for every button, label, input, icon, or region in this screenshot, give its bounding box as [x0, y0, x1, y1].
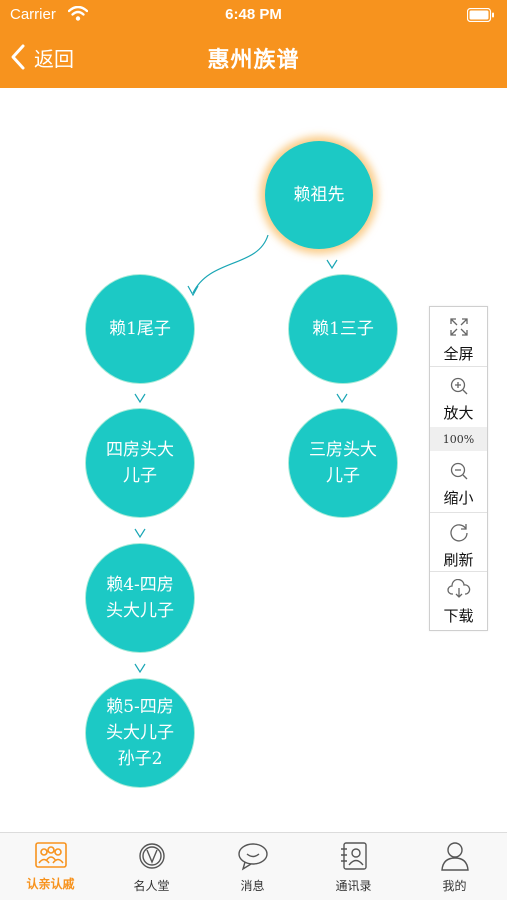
bottom-tab-bar: 认亲认戚 名人堂 消息 通讯录 — [0, 832, 507, 900]
download-label: 下载 — [443, 607, 474, 625]
download-button[interactable]: 下载 — [430, 578, 487, 626]
arrow-n3-n5 — [134, 528, 146, 539]
tree-node[interactable]: 赖4-四房头大儿子 — [85, 543, 195, 653]
tab-relatives[interactable]: 认亲认戚 — [0, 841, 101, 892]
zoom-level: 100% — [430, 427, 487, 451]
toolbar-divider — [430, 571, 487, 572]
zoom-in-icon — [449, 376, 469, 400]
tab-messages[interactable]: 消息 — [202, 841, 303, 894]
tree-toolbar: 全屏 放大 100% 缩小 刷新 — [429, 306, 488, 631]
tab-profile[interactable]: 我的 — [404, 841, 505, 894]
tree-node[interactable]: 四房头大儿子 — [85, 408, 195, 518]
fullscreen-label: 全屏 — [443, 345, 474, 363]
clock: 6:48 PM — [225, 6, 282, 23]
refresh-button[interactable]: 刷新 — [430, 521, 487, 570]
tree-node-root[interactable]: 赖祖先 — [264, 140, 374, 250]
arrow-root-n1 — [187, 285, 199, 297]
tree-node[interactable]: 赖1尾子 — [85, 274, 195, 384]
vip-badge-icon — [135, 841, 169, 875]
zoom-out-icon — [449, 461, 469, 485]
cloud-download-icon — [446, 578, 471, 603]
carrier-label: Carrier — [10, 6, 56, 23]
tab-label: 认亲认戚 — [26, 877, 75, 891]
app-header: Carrier 6:48 PM 返回 惠州族谱 — [0, 0, 507, 88]
tree-connectors — [134, 234, 348, 674]
chat-bubble-icon — [236, 841, 270, 875]
tab-label: 名人堂 — [133, 879, 170, 893]
page-title: 惠州族谱 — [207, 48, 300, 73]
edge-root-n1 — [192, 234, 269, 294]
arrow-root-n2 — [326, 259, 338, 270]
arrow-n2-n4 — [336, 393, 348, 404]
back-button[interactable]: 返回 — [10, 40, 74, 74]
toolbar-divider — [430, 366, 487, 367]
back-label: 返回 — [34, 46, 74, 71]
zoom-in-label: 放大 — [443, 404, 474, 422]
tab-label: 通讯录 — [335, 879, 372, 893]
arrow-n1-n3 — [134, 393, 146, 404]
tab-hall-of-fame[interactable]: 名人堂 — [101, 841, 202, 894]
contacts-icon — [337, 841, 371, 875]
toolbar-divider — [430, 512, 487, 513]
battery-icon — [466, 7, 495, 26]
wifi-icon — [67, 5, 89, 25]
zoom-out-button[interactable]: 缩小 — [430, 461, 487, 508]
status-bar: Carrier 6:48 PM — [0, 0, 507, 32]
family-icon — [34, 841, 68, 873]
zoom-in-button[interactable]: 放大 — [430, 376, 487, 423]
fullscreen-button[interactable]: 全屏 — [430, 317, 487, 364]
chevron-left-icon — [10, 43, 26, 71]
person-icon — [438, 841, 472, 875]
zoom-out-label: 缩小 — [443, 489, 474, 507]
refresh-label: 刷新 — [443, 551, 474, 569]
tree-node[interactable]: 赖5-四房头大儿子孙子2 — [85, 678, 195, 788]
tree-node[interactable]: 三房头大儿子 — [288, 408, 398, 518]
fullscreen-icon — [449, 317, 469, 341]
tab-label: 我的 — [442, 879, 467, 893]
refresh-icon — [448, 521, 470, 547]
arrow-n5-n6 — [134, 663, 146, 674]
tree-node[interactable]: 赖1三子 — [288, 274, 398, 384]
family-tree-canvas[interactable]: 赖祖先 赖1尾子 赖1三子 四房头大儿子 三房头大儿子 赖4-四房头大儿子 赖5… — [0, 88, 507, 832]
tab-label: 消息 — [240, 879, 265, 893]
tab-contacts[interactable]: 通讯录 — [303, 841, 404, 894]
